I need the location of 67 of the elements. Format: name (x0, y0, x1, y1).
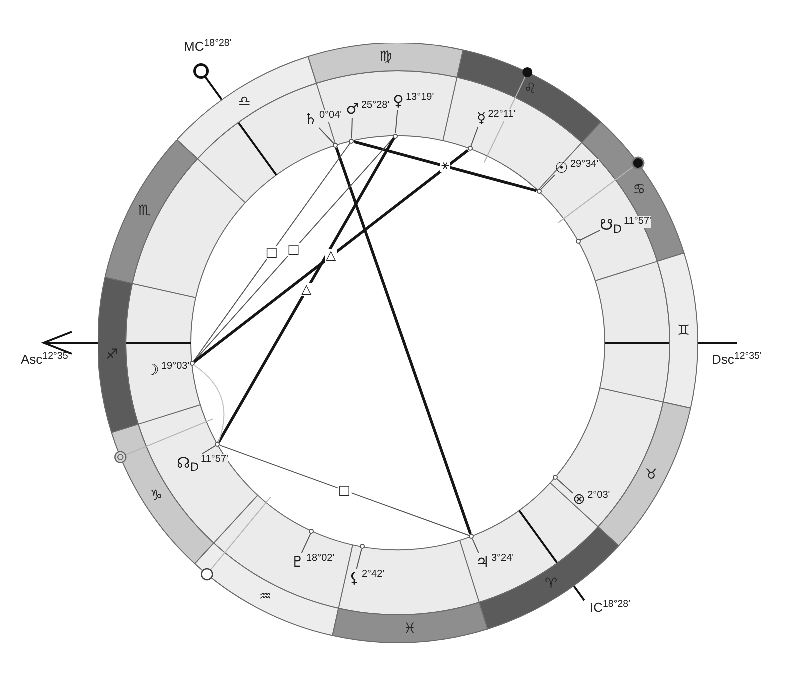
astrological-symbol: ♃ (476, 553, 490, 571)
edge-label: ⚹ (440, 160, 450, 173)
zodiac-sign: ♈ (545, 576, 558, 592)
astrological-symbol: ♂ (346, 100, 360, 118)
leader-line (540, 174, 556, 190)
zodiac-sign: ♊ (677, 322, 690, 339)
aspect-line (354, 140, 538, 192)
edge-label: △ (300, 284, 313, 297)
zodiac-sign: ♍ (380, 49, 392, 66)
axis-label: Asc$^{12°35'}$ (21, 350, 70, 366)
leader-line (472, 538, 480, 554)
position-marker (392, 134, 398, 138)
astrological-symbol: ☊$_{D}$ (177, 454, 199, 472)
position-marker (190, 361, 195, 366)
astrological-symbol: ♄ (304, 110, 318, 128)
leader-line (301, 533, 312, 554)
astrological-symbol: ♀ (393, 92, 404, 110)
degree-label: 22°11' (488, 109, 516, 121)
position-marker (309, 528, 314, 534)
zodiac-sign: ♉ (645, 467, 658, 484)
position-marker (360, 544, 365, 550)
edge-label: □ (264, 246, 280, 260)
astrological-symbol: ⚸ (349, 569, 360, 587)
astrological-symbol: ☉ (555, 159, 568, 177)
position-marker (469, 534, 474, 539)
axis-label: IC$^{18°28'}$ (590, 598, 630, 614)
axis-label: MC$^{18°28'}$ (184, 37, 232, 53)
leader-line (351, 118, 353, 140)
aspect-line (193, 142, 351, 362)
leader-line (356, 548, 362, 570)
leader-line (202, 445, 216, 454)
position-marker (349, 138, 354, 144)
aspect-line (335, 147, 472, 535)
leader-line (580, 230, 600, 241)
leader-line (395, 110, 398, 134)
astrological-symbol: ☽ (146, 361, 160, 379)
edge-label: □ (337, 484, 352, 498)
zodiac-sign: ♐ (106, 347, 119, 364)
leader-line (318, 128, 335, 144)
position-marker (215, 442, 220, 448)
degree-label: 0°04' (319, 110, 342, 122)
zodiac-sign: ♒ (259, 588, 272, 605)
position-marker (536, 189, 542, 194)
position-marker (333, 143, 338, 148)
leader-line (470, 126, 479, 148)
aspect-arc (194, 364, 225, 443)
zodiac-sign: ♌ (524, 81, 537, 98)
position-marker (576, 238, 581, 244)
edge-label: △ (325, 250, 338, 263)
astrological-symbol: ☿ (477, 109, 486, 127)
astrological-symbol: ⊗ (573, 490, 586, 508)
zodiac-sign: ♓ (404, 620, 416, 637)
zodiac-sign: ♏ (138, 202, 151, 219)
position-marker (552, 474, 558, 480)
aspect-line (193, 149, 470, 364)
astrological-symbol: ♇ (291, 553, 304, 571)
zodiac-sign: ♑ (150, 488, 163, 504)
degree-label: 11°57' (624, 216, 652, 228)
zodiac-sign: ♎ (238, 94, 251, 110)
edge-label: □ (286, 243, 301, 256)
axis-label: Dsc$^{12°35'}$ (712, 350, 762, 366)
leader-line (556, 478, 574, 494)
position-marker (468, 146, 473, 152)
aspect-line (218, 137, 396, 444)
astrological-symbol: ☋$_{D}$ (600, 216, 622, 234)
aspect-line (220, 444, 470, 536)
zodiac-sign: ♋ (633, 182, 646, 198)
